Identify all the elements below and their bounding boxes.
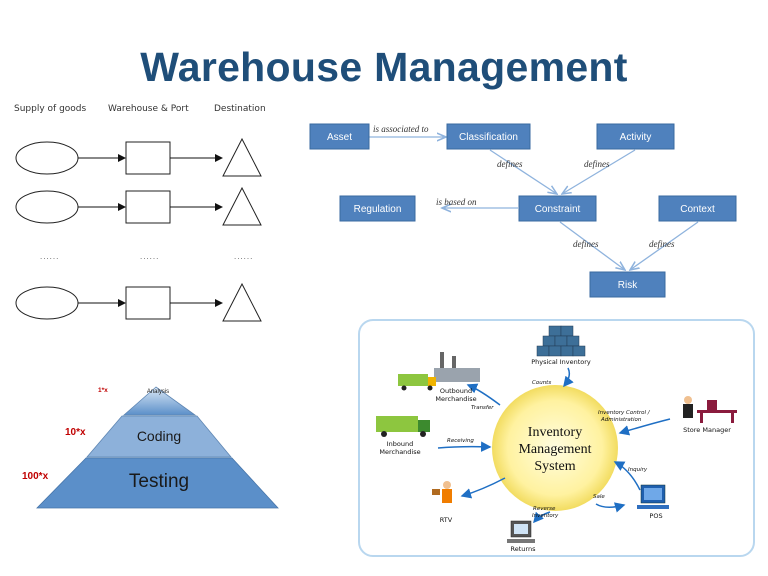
- edge-reverse-2: Inventory: [532, 513, 559, 519]
- multiplier-100: 100*x: [22, 471, 49, 482]
- edge-label-defines-4: defines: [649, 239, 675, 249]
- svg-text:Constraint: Constraint: [535, 204, 581, 215]
- edge-label-associated: is associated to: [373, 124, 429, 134]
- node-asset: Asset: [309, 123, 370, 150]
- ontology-diagram: is associated to defines defines is base…: [309, 123, 737, 298]
- inventory-panel: Inventory Management System Physical Inv…: [358, 319, 755, 557]
- svg-text:Context: Context: [680, 204, 715, 215]
- cost-pyramid: Analysis Coding Testing 1*x 10*x 100*x: [22, 386, 279, 509]
- label-pos: POS: [649, 512, 662, 520]
- svg-text:Activity: Activity: [620, 132, 652, 143]
- label-store-manager: Store Manager: [683, 426, 731, 434]
- edge-label-defines-2: defines: [584, 159, 610, 169]
- edge-counts: Counts: [532, 380, 551, 386]
- edge-control-2: Administration: [600, 417, 642, 423]
- svg-text:Risk: Risk: [618, 280, 638, 291]
- label-rtv: RTV: [440, 516, 453, 524]
- edge-transfer: Transfer: [471, 405, 494, 411]
- svg-text:Regulation: Regulation: [354, 204, 402, 215]
- dots-1: ......: [40, 252, 60, 261]
- node-activity: Activity: [596, 123, 675, 150]
- page-title: Warehouse Management: [140, 44, 628, 90]
- header-warehouse: Warehouse & Port: [108, 104, 189, 114]
- supply-flow: [15, 137, 262, 322]
- node-regulation: Regulation: [339, 195, 416, 222]
- label-physical-inventory: Physical Inventory: [531, 358, 591, 366]
- flow-row-2: [15, 186, 262, 226]
- label-inbound-1: Inbound: [387, 440, 414, 448]
- returns-computer-icon: [507, 520, 535, 543]
- database-icon: [536, 325, 586, 357]
- edge-receiving: Receiving: [447, 438, 474, 444]
- svg-text:Asset: Asset: [327, 132, 352, 143]
- edge-label-based-on: is based on: [436, 197, 477, 207]
- label-returns: Returns: [511, 545, 537, 553]
- rtv-person-icon: [432, 481, 452, 503]
- multiplier-10: 10*x: [65, 427, 86, 438]
- node-risk: Risk: [589, 271, 666, 298]
- label-inbound-2: Merchandise: [379, 448, 420, 456]
- label-outbound-2: Merchandise: [435, 395, 476, 403]
- node-context: Context: [658, 195, 737, 222]
- dots-2: ......: [140, 252, 160, 261]
- svg-text:System: System: [534, 459, 575, 474]
- dots-3: ......: [234, 252, 254, 261]
- pyramid-testing: Testing: [129, 471, 189, 492]
- inventory-center-circle: [492, 385, 618, 511]
- svg-text:Management: Management: [518, 442, 591, 457]
- pyramid-coding: Coding: [137, 428, 181, 444]
- multiplier-1: 1*x: [98, 387, 108, 394]
- inbound-truck-icon: [376, 416, 430, 437]
- edge-label-defines-1: defines: [497, 159, 523, 169]
- svg-text:Inventory: Inventory: [528, 425, 582, 440]
- edge-inquiry: Inquiry: [628, 467, 648, 473]
- flow-row-1: [15, 137, 262, 177]
- edge-sale: Sale: [593, 494, 605, 500]
- header-supply: Supply of goods: [14, 104, 87, 114]
- store-manager-icon: [683, 396, 737, 423]
- edge-control-1: Inventory Control /: [598, 410, 651, 416]
- edge-label-defines-3: defines: [573, 239, 599, 249]
- node-constraint: Constraint: [518, 195, 597, 222]
- svg-text:Classification: Classification: [459, 132, 518, 143]
- header-destination: Destination: [214, 104, 266, 114]
- label-outbound-1: Outbound: [440, 387, 472, 395]
- node-classification: Classification: [446, 123, 531, 150]
- flow-row-3: [15, 282, 262, 322]
- pos-computer-icon: [637, 484, 669, 509]
- truck-factory-icon: [398, 352, 480, 391]
- pyramid-analysis: Analysis: [147, 389, 169, 395]
- edge-reverse-1: Reverse: [533, 506, 556, 512]
